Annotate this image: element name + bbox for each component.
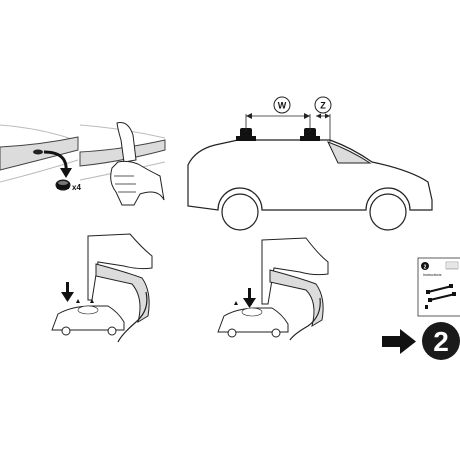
step-number: 2 <box>433 326 449 357</box>
panel-cover-removal: x4 <box>0 122 166 206</box>
mini-car-right <box>217 301 289 338</box>
down-arrow-icon <box>243 288 256 308</box>
down-arrow-icon <box>61 282 74 302</box>
roof-rail-closeup-left <box>0 124 79 183</box>
roof-foot-front-icon <box>236 128 256 141</box>
panel-car-measurement: W Z <box>187 96 433 231</box>
mini-car-left <box>51 299 125 336</box>
roof-foot-rear-icon <box>300 128 320 141</box>
fitting-cable <box>289 297 321 341</box>
dimension-z-label: Z <box>320 101 326 111</box>
roof-bars-icon <box>426 284 456 302</box>
hand-icon <box>110 160 165 206</box>
roof-cap-icon <box>55 179 71 191</box>
booklet-title: Instructions <box>423 273 442 277</box>
dimension-z: Z <box>314 96 332 142</box>
dimension-w: W <box>245 96 311 132</box>
fitting-cable <box>117 291 148 343</box>
booklet-number: 2 <box>424 264 427 270</box>
panel-door-fitting-left <box>51 233 153 343</box>
panel-door-fitting-right <box>217 237 329 341</box>
next-step-indicator: 2 <box>382 322 460 360</box>
instruction-booklet: 2 Instructions <box>417 257 460 317</box>
right-arrow-icon <box>382 329 416 354</box>
dimension-w-label: W <box>278 101 287 111</box>
quantity-label: x4 <box>72 183 81 192</box>
car-side-view <box>187 139 433 231</box>
step-badge <box>422 322 460 360</box>
